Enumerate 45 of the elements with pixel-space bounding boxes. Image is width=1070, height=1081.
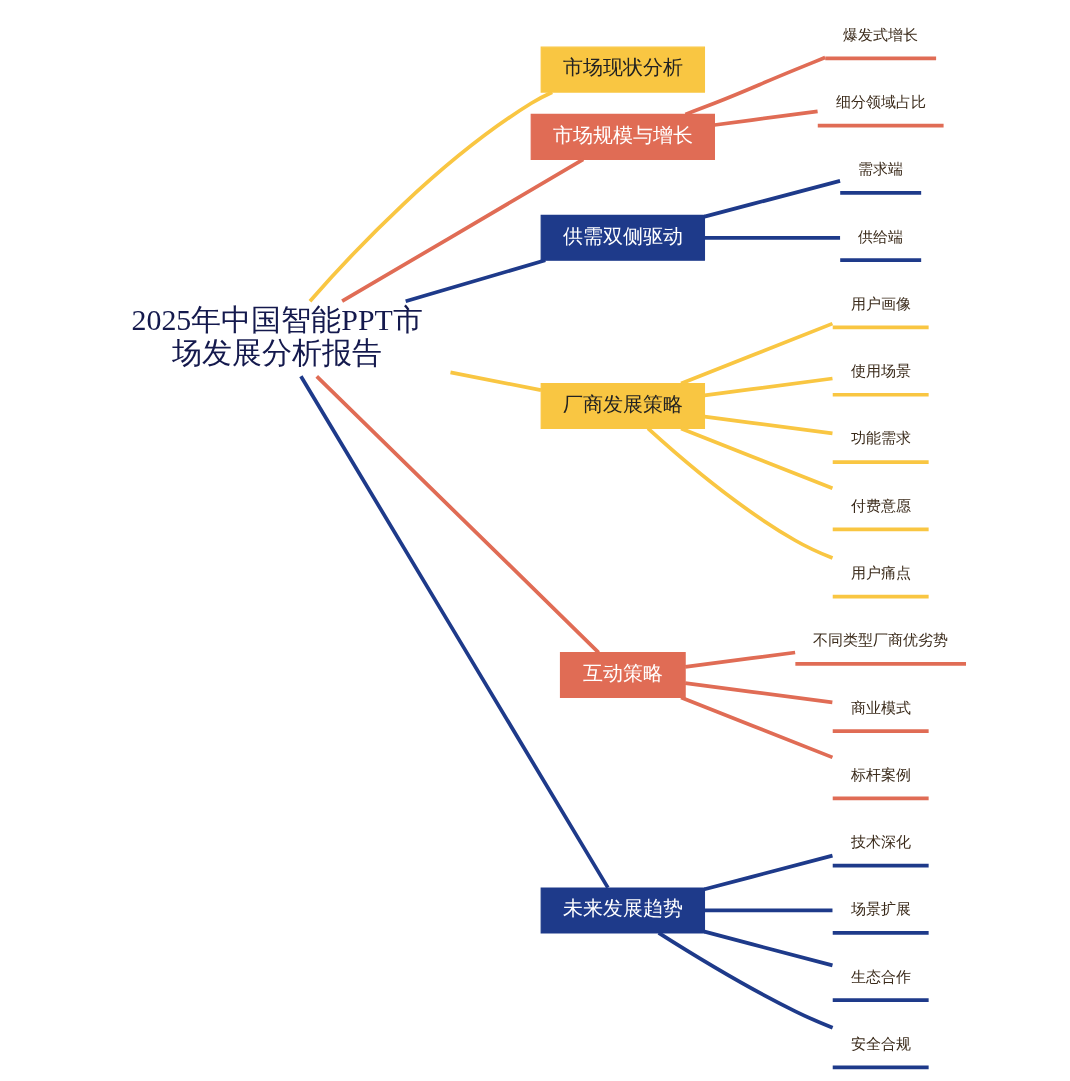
connector — [704, 908, 833, 913]
node-text: 标杆案例 — [850, 765, 911, 784]
node-text: 付费意愿 — [850, 496, 911, 515]
connector — [704, 853, 833, 892]
node-text: 场景扩展 — [850, 900, 911, 919]
node-text: 商业模式 — [850, 698, 911, 717]
connector — [646, 427, 834, 560]
node-text: 用户画像 — [850, 294, 911, 313]
node-text: 用户痛点 — [850, 564, 911, 582]
connector — [450, 370, 542, 392]
node-text: 不同类型厂商优劣势 — [813, 631, 949, 650]
node-text: 技术深化 — [850, 833, 911, 852]
connector — [680, 695, 834, 760]
connector — [704, 179, 841, 219]
node-text: 供给端 — [858, 227, 904, 246]
connector — [685, 681, 833, 705]
node-text: 使用场景 — [850, 362, 911, 381]
connector — [704, 414, 833, 436]
connector — [315, 374, 600, 654]
node-box: 未来发展趋势 — [540, 887, 706, 934]
connector — [704, 929, 833, 968]
connector — [714, 109, 818, 127]
node-box: 市场规模与增长 — [530, 113, 715, 160]
connector — [680, 426, 834, 491]
connector — [657, 931, 834, 1030]
connector — [341, 157, 585, 303]
node-text: 生态合作 — [850, 967, 911, 986]
connector — [684, 55, 826, 117]
connector — [680, 321, 834, 386]
node-text: 需求端 — [858, 160, 904, 179]
connector — [685, 650, 796, 669]
node-text: 爆发式增长 — [843, 25, 919, 44]
node-text: 细分领域占比 — [835, 93, 926, 112]
node-box: 互动策略 — [559, 652, 686, 699]
node-text: 功能需求 — [850, 429, 911, 448]
node-text: 安全合规 — [850, 1034, 911, 1053]
node-box: 市场现状分析 — [540, 46, 706, 93]
connector — [308, 90, 553, 303]
node-text: 2025年中国智能PPT市场发展分析报告 — [131, 303, 423, 369]
connector — [299, 375, 610, 889]
connector — [704, 235, 841, 240]
node-box: 厂商发展策略 — [540, 382, 706, 429]
node-box: 供需双侧驱动 — [540, 214, 706, 261]
connector — [704, 376, 833, 398]
connector — [405, 258, 546, 304]
